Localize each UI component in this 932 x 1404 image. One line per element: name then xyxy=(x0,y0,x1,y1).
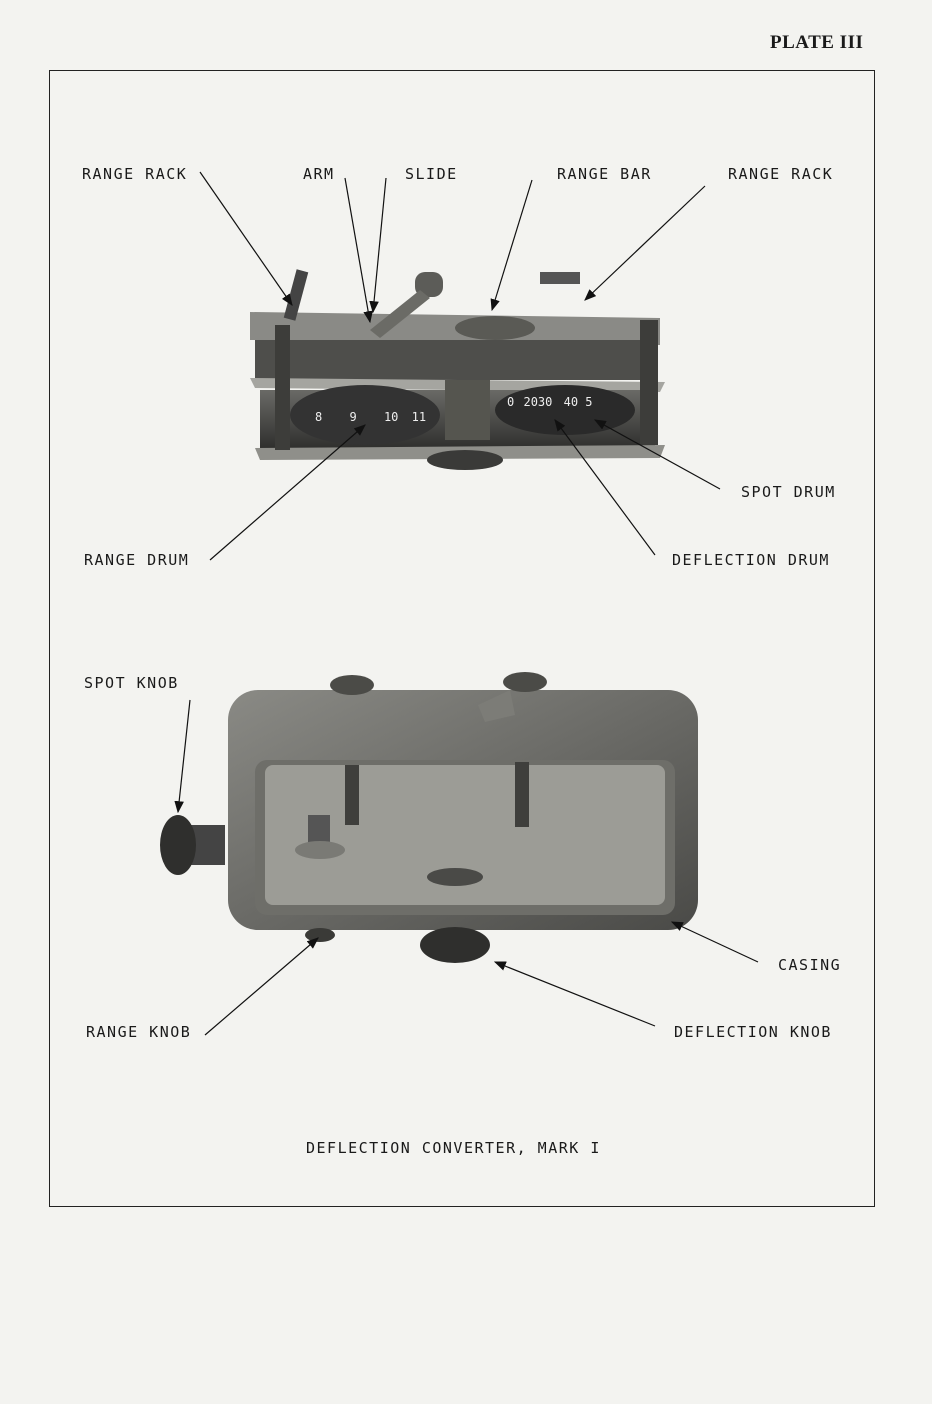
deflection-drum-scale: 0 2030 40 5 xyxy=(507,395,593,409)
range-drum-scale: 8 9 10 11 xyxy=(315,410,426,424)
label-arm: ARM xyxy=(303,165,335,183)
label-range-rack-left: RANGE RACK xyxy=(82,165,188,183)
label-slide: SLIDE xyxy=(405,165,458,183)
plate-number: PLATE III xyxy=(770,32,864,53)
label-spot-drum: SPOT DRUM xyxy=(741,483,836,501)
label-range-bar: RANGE BAR xyxy=(557,165,652,183)
leader-lines xyxy=(174,171,759,1036)
label-range-rack-right: RANGE RACK xyxy=(728,165,834,183)
casing-assembly xyxy=(160,672,698,963)
figure-frame xyxy=(49,70,875,1207)
deflection-converter-mechanism: 8 9 10 11 0 2030 40 5 xyxy=(250,269,665,470)
label-range-drum: RANGE DRUM xyxy=(84,551,190,569)
figure-caption: DEFLECTION CONVERTER, MARK I xyxy=(306,1139,601,1157)
label-casing: CASING xyxy=(778,956,842,974)
label-deflection-drum: DEFLECTION DRUM xyxy=(672,551,830,569)
label-deflection-knob: DEFLECTION KNOB xyxy=(674,1023,832,1041)
label-range-knob: RANGE KNOB xyxy=(86,1023,192,1041)
label-spot-knob: SPOT KNOB xyxy=(84,674,179,692)
